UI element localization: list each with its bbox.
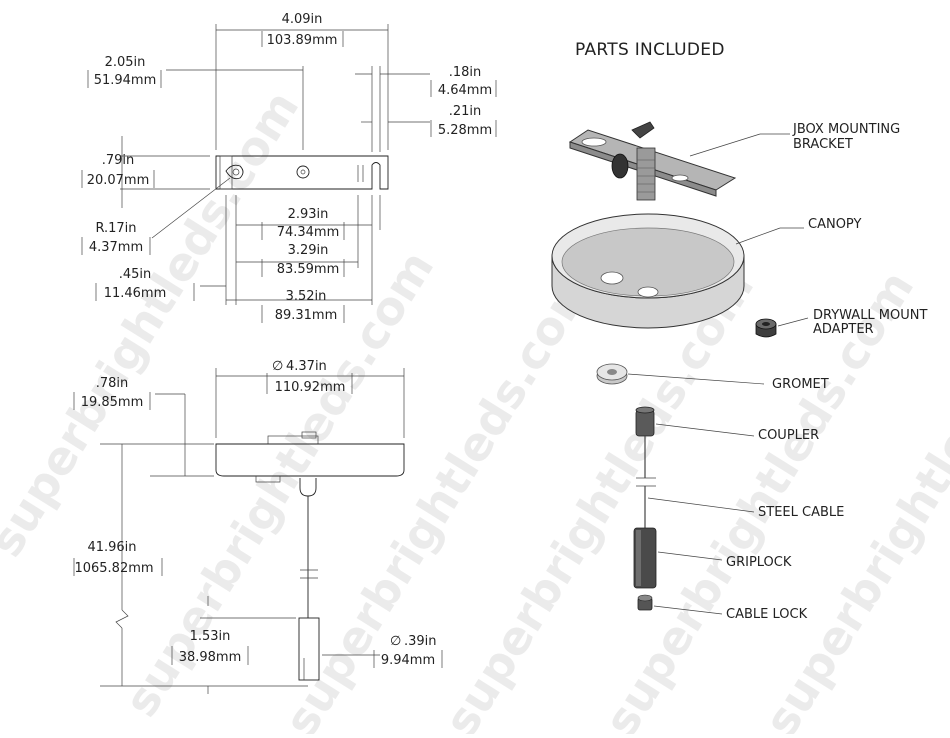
label-drywall-line2: ADAPTER bbox=[813, 322, 874, 337]
dim-slot-offset-mm: 11.46mm bbox=[104, 286, 167, 301]
label-steel-cable: STEEL CABLE bbox=[758, 505, 844, 520]
part-labels: JBOX MOUNTING BRACKET CANOPY DRYWALL MOU… bbox=[726, 122, 927, 622]
watermark-text: superbrightleds.com bbox=[274, 261, 605, 734]
dim-span-c-in: 3.52in bbox=[286, 289, 327, 304]
diameter-symbol: ∅ bbox=[390, 634, 401, 649]
part-jbox-bracket bbox=[568, 121, 737, 201]
top-view-dimension-labels: 4.09in 103.89mm 2.05in 51.94mm .18in 4.6… bbox=[81, 12, 497, 323]
dim-canopy-height-in: .78in bbox=[96, 376, 129, 391]
dim-slot-b-in: .21in bbox=[449, 104, 482, 119]
dim-overall-drop-in: 41.96in bbox=[87, 540, 136, 555]
dim-radius-in: R.17in bbox=[95, 221, 136, 236]
top-view-dimension-lines bbox=[120, 24, 430, 305]
dim-center-offset-in: 2.05in bbox=[105, 55, 146, 70]
dim-height-in: .79in bbox=[102, 153, 135, 168]
dim-span-a-in: 2.93in bbox=[288, 207, 329, 222]
dim-overall-width-mm: 103.89mm bbox=[267, 33, 338, 48]
part-gromet bbox=[596, 363, 628, 385]
dim-slot-offset-in: .45in bbox=[119, 267, 152, 282]
dim-canopy-diameter-in: 4.37in bbox=[286, 359, 327, 374]
dim-radius-mm: 4.37mm bbox=[89, 240, 143, 255]
label-drywall-line1: DRYWALL MOUNT bbox=[813, 308, 927, 323]
label-jbox-line2: BRACKET bbox=[793, 137, 853, 152]
dim-overall-drop-mm: 1065.82mm bbox=[74, 561, 153, 576]
dim-span-c-mm: 89.31mm bbox=[275, 308, 338, 323]
dim-span-a-mm: 74.34mm bbox=[277, 225, 340, 240]
label-coupler: COUPLER bbox=[758, 428, 819, 443]
label-jbox-line1: JBOX MOUNTING bbox=[792, 122, 900, 137]
dim-center-offset-mm: 51.94mm bbox=[94, 73, 157, 88]
dim-slot-a-mm: 4.64mm bbox=[438, 83, 492, 98]
dim-canopy-diameter-mm: 110.92mm bbox=[275, 380, 346, 395]
dim-canopy-height-mm: 19.85mm bbox=[81, 395, 144, 410]
label-cable-lock: CABLE LOCK bbox=[726, 607, 808, 622]
watermark-text: superbrightleds.com bbox=[434, 261, 765, 734]
dim-overall-width-in: 4.09in bbox=[282, 12, 323, 27]
dim-span-b-mm: 83.59mm bbox=[277, 262, 340, 277]
dim-height-mm: 20.07mm bbox=[87, 173, 150, 188]
dim-griplock-length-in: 1.53in bbox=[190, 629, 231, 644]
dim-span-b-in: 3.29in bbox=[288, 243, 329, 258]
side-view-dimension-lines bbox=[100, 368, 405, 694]
dim-slot-b-mm: 5.28mm bbox=[438, 123, 492, 138]
dim-griplock-diameter-mm: 9.94mm bbox=[381, 653, 435, 668]
part-leader-lines bbox=[627, 133, 809, 615]
dim-griplock-diameter-in: .39in bbox=[404, 634, 437, 649]
label-canopy: CANOPY bbox=[808, 217, 861, 232]
label-gromet: GROMET bbox=[772, 377, 829, 392]
bracket-top-view bbox=[215, 155, 389, 190]
part-canopy bbox=[551, 213, 745, 329]
label-griplock: GRIPLOCK bbox=[726, 555, 792, 570]
part-cable-assembly bbox=[633, 406, 657, 611]
dim-griplock-length-mm: 38.98mm bbox=[179, 650, 242, 665]
canopy-side-view bbox=[215, 431, 405, 681]
parts-included-title: PARTS INCLUDED bbox=[575, 40, 725, 60]
part-drywall-adapter bbox=[755, 318, 777, 338]
diameter-symbol: ∅ bbox=[272, 359, 283, 374]
dim-slot-a-in: .18in bbox=[449, 65, 482, 80]
side-view-dimension-labels: ∅ 4.37in 110.92mm .78in 19.85mm 41.96in … bbox=[73, 359, 443, 668]
